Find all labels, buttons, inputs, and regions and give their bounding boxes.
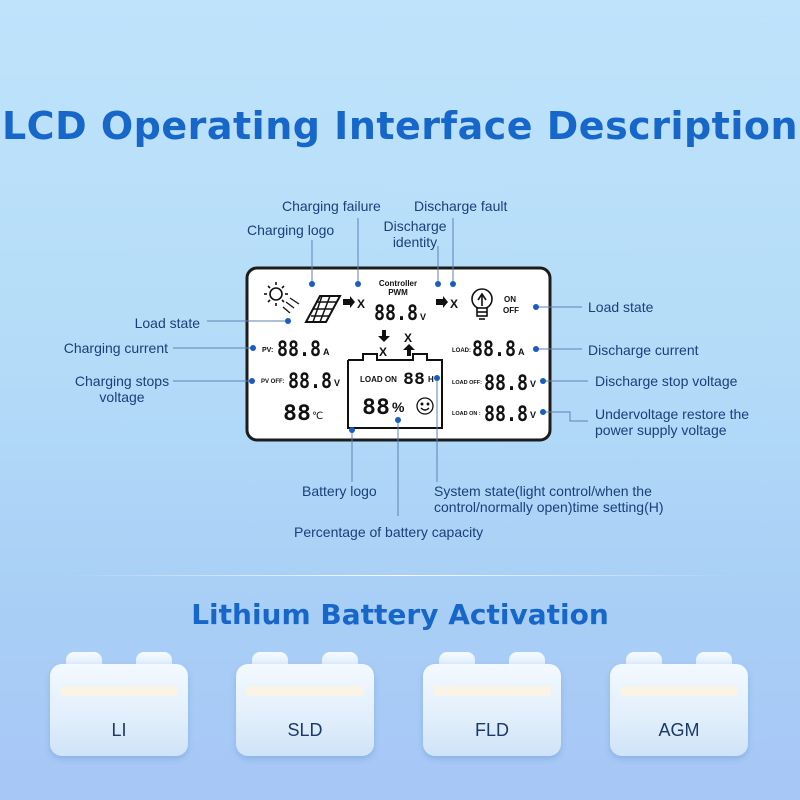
- bulb-icon: [471, 288, 493, 320]
- sun-icon: [264, 282, 288, 306]
- off-label: OFF: [503, 306, 519, 315]
- marker-dots: [249, 281, 546, 433]
- battery-type-label: AGM: [658, 720, 700, 740]
- label-discharge-current: Discharge current: [588, 342, 699, 358]
- battery-band: [620, 686, 738, 696]
- temperature-digits: 88: [283, 401, 311, 425]
- discharge-up-arrow-icon: [403, 344, 415, 356]
- discharge-fault-x: X: [450, 297, 458, 311]
- label-charging-current: Charging current: [63, 340, 168, 356]
- controller-label: Controller: [379, 279, 417, 288]
- pv-off-unit: V: [334, 378, 340, 388]
- load-on-center-label: LOAD ON: [360, 375, 397, 384]
- battery-band: [433, 686, 551, 696]
- load-off-label: LOAD OFF:: [452, 380, 482, 386]
- on-label: ON: [504, 295, 516, 304]
- label-charging-failure: Charging failure: [282, 198, 381, 214]
- label-discharge-identity: Discharge identity: [383, 218, 447, 250]
- pv-current-unit: A: [323, 347, 330, 357]
- load-on-label: LOAD ON :: [452, 411, 481, 417]
- temperature-unit: ℃: [312, 411, 323, 422]
- load-label: LOAD:: [452, 348, 471, 354]
- time-unit: H: [428, 375, 434, 384]
- solar-panel-icon: [304, 295, 342, 323]
- battery-body: LI: [50, 664, 188, 756]
- section-title: Lithium Battery Activation: [191, 598, 609, 631]
- load-on-digits: 88.8: [484, 402, 528, 426]
- top-voltage-unit: V: [420, 312, 426, 322]
- sun-rays-icon: [282, 297, 300, 314]
- label-load-state-right: Load state: [588, 299, 654, 315]
- label-discharge-fault: Discharge fault: [414, 198, 508, 214]
- pv-current-digits: 88.8: [277, 337, 321, 361]
- pwm-label: PWM: [388, 288, 408, 297]
- label-percentage-capacity: Percentage of battery capacity: [294, 524, 484, 540]
- section-divider: [60, 575, 740, 576]
- load-current-digits: 88.8: [472, 337, 516, 361]
- battery-type-label: FLD: [474, 720, 509, 740]
- battery-type-fld[interactable]: FLD: [423, 652, 561, 756]
- label-discharge-stop-voltage: Discharge stop voltage: [595, 373, 738, 389]
- battery-type-sld[interactable]: SLD: [236, 652, 374, 756]
- label-charging-stops-voltage: Charging stops voltage: [74, 373, 170, 405]
- discharge-identity-indicator: [436, 296, 448, 308]
- battery-outline: [347, 353, 443, 429]
- battery-body: FLD: [423, 664, 561, 756]
- battery-band: [60, 686, 178, 696]
- load-on-unit: V: [530, 410, 536, 420]
- pv-off-digits: 88.8: [288, 369, 332, 393]
- top-voltage-digits: 88.8: [374, 301, 418, 325]
- discharge-x: X: [404, 331, 412, 345]
- load-off-digits: 88.8: [484, 371, 528, 395]
- label-load-state-left: Load state: [134, 315, 200, 331]
- pv-label: PV:: [262, 347, 273, 354]
- page-title: LCD Operating Interface Description: [1, 104, 799, 148]
- smiley-icon: [416, 397, 434, 415]
- capacity-percent: %: [392, 399, 405, 415]
- battery-type-li[interactable]: LI: [50, 652, 188, 756]
- battery-body: AGM: [610, 664, 748, 756]
- label-battery-logo: Battery logo: [302, 483, 377, 499]
- battery-type-label: SLD: [287, 720, 323, 740]
- load-off-unit: V: [530, 379, 536, 389]
- charge-down-arrow-icon: [378, 330, 390, 342]
- battery-type-agm[interactable]: AGM: [610, 652, 748, 756]
- time-digits: 88: [403, 369, 425, 388]
- battery-band: [246, 686, 364, 696]
- pv-off-label: PV OFF:: [261, 379, 285, 385]
- load-current-unit: A: [518, 347, 525, 357]
- charging-failure-x: X: [357, 297, 365, 311]
- leader-lines: [173, 218, 588, 516]
- battery-type-label: LI: [111, 720, 127, 740]
- capacity-digits: 88: [362, 395, 390, 419]
- label-undervoltage-restore: Undervoltage restore the power supply vo…: [595, 406, 750, 438]
- battery-body: SLD: [236, 664, 374, 756]
- charge-x: X: [379, 345, 387, 359]
- label-charging-logo: Charging logo: [247, 222, 335, 238]
- label-system-state: System state(light control/when the cont…: [434, 483, 664, 515]
- charging-failure-indicator: [343, 296, 355, 308]
